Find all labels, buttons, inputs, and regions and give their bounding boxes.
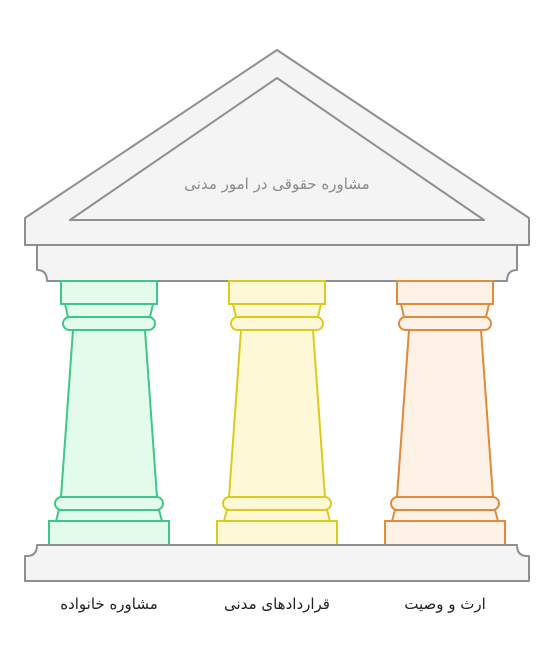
pillar-inheritance-capital	[396, 280, 494, 305]
pillar-label-inheritance: ارث و وصیت	[404, 595, 486, 613]
pillar-contracts-neck	[231, 303, 323, 318]
roof: مشاوره حقوقی در امور مدنی	[24, 49, 530, 246]
pillar-contracts-base	[216, 520, 338, 546]
pillar-label-family: مشاوره خانواده	[60, 595, 158, 613]
pillar-inheritance	[384, 280, 506, 546]
pillar-contracts-plinth-neck	[222, 509, 332, 522]
pillar-family-shaft	[59, 329, 159, 498]
pillar-contracts-capital	[228, 280, 326, 305]
pillar-label-contracts: قراردادهای مدنی	[224, 595, 330, 613]
pillar-inheritance-bottom-ring	[390, 496, 500, 511]
pillar-inheritance-neck	[399, 303, 491, 318]
entablature	[36, 244, 518, 282]
temple-base	[24, 544, 530, 582]
pillar-inheritance-shaft	[395, 329, 495, 498]
pillar-family-top-ring	[62, 316, 156, 331]
pillar-inheritance-plinth-neck	[390, 509, 500, 522]
pillar-family-base	[48, 520, 170, 546]
roof-inner-triangle	[69, 77, 485, 221]
pillar-family-capital	[60, 280, 158, 305]
roof-title: مشاوره حقوقی در امور مدنی	[184, 175, 369, 193]
pillar-contracts	[216, 280, 338, 546]
pillar-contracts-top-ring	[230, 316, 324, 331]
pillar-contracts-bottom-ring	[222, 496, 332, 511]
pillar-contracts-shaft	[227, 329, 327, 498]
pillar-family-neck	[63, 303, 155, 318]
pillar-inheritance-top-ring	[398, 316, 492, 331]
entablature-beam	[36, 244, 518, 282]
pillar-family-plinth-neck	[54, 509, 164, 522]
pillar-family-bottom-ring	[54, 496, 164, 511]
pillar-inheritance-base	[384, 520, 506, 546]
base-platform	[24, 544, 530, 582]
pillar-family	[48, 280, 170, 546]
